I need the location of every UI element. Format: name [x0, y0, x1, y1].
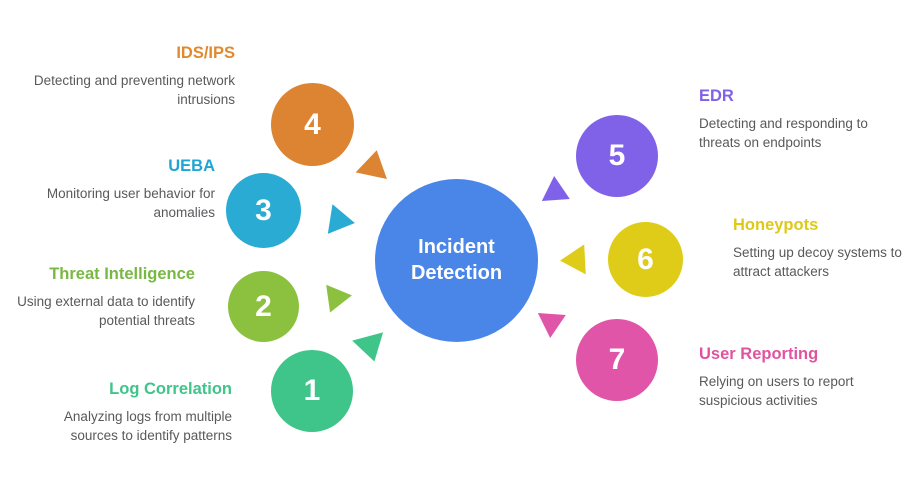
arrow-marker-7	[536, 313, 566, 339]
text-block-honeypots: Honeypots Setting up decoy systems to at…	[733, 214, 908, 282]
hub-label-line-2: Detection	[410, 261, 503, 284]
arrow-marker-3	[327, 204, 358, 238]
text-block-ids-ips: IDS/IPS Detecting and preventing network…	[20, 42, 235, 110]
node-number-2: 2	[255, 289, 272, 323]
text-block-user-reporting: User Reporting Relying on users to repor…	[699, 343, 889, 411]
label-title-threat-intelligence: Threat Intelligence	[49, 265, 195, 283]
label-title-edr: EDR	[699, 87, 734, 105]
node-number-1: 1	[303, 374, 321, 407]
label-title-honeypots: Honeypots	[733, 216, 819, 234]
label-title-log-correlation: Log Correlation	[109, 380, 232, 398]
node-number-6: 6	[637, 242, 654, 276]
node-circle-5[interactable]: 5	[576, 115, 658, 197]
label-description-log-correlation: Analyzing logs from multiple sources to …	[63, 409, 232, 444]
hub-label-line-1: Incident	[418, 235, 495, 258]
arrow-marker-5	[540, 175, 570, 201]
text-block-edr: EDR Detecting and responding to threats …	[699, 85, 889, 153]
label-title-ids-ips: IDS/IPS	[176, 44, 235, 62]
node-number-3: 3	[255, 193, 272, 227]
hub-circle-incident-detection[interactable]: Incident Detection	[375, 179, 538, 342]
node-circle-3[interactable]: 3	[226, 173, 301, 248]
node-circle-6[interactable]: 6	[608, 222, 683, 297]
node-number-5: 5	[608, 139, 626, 172]
label-description-user-reporting: Relying on users to report suspicious ac…	[699, 374, 854, 409]
node-circle-2[interactable]: 2	[228, 271, 299, 342]
label-title-ueba: UEBA	[168, 157, 215, 175]
arrow-marker-2	[326, 281, 354, 313]
text-block-ueba: UEBA Monitoring user behavior for anomal…	[20, 155, 215, 223]
node-number-4: 4	[304, 107, 321, 141]
label-description-ids-ips: Detecting and preventing network intrusi…	[33, 73, 235, 108]
arrow-marker-1	[352, 332, 390, 366]
node-circle-7[interactable]: 7	[576, 319, 658, 401]
label-description-edr: Detecting and responding to threats on e…	[699, 116, 868, 151]
text-block-threat-intelligence: Threat Intelligence Using external data …	[10, 263, 195, 331]
label-description-honeypots: Setting up decoy systems to attract atta…	[733, 245, 902, 280]
label-description-ueba: Monitoring user behavior for anomalies	[46, 186, 215, 221]
arrow-marker-4	[355, 146, 393, 180]
label-title-user-reporting: User Reporting	[699, 345, 819, 363]
node-number-7: 7	[608, 343, 626, 376]
text-block-log-correlation: Log Correlation Analyzing logs from mult…	[20, 378, 232, 446]
node-circle-4[interactable]: 4	[271, 83, 354, 166]
label-description-threat-intelligence: Using external data to identify potentia…	[17, 294, 195, 329]
node-circle-1[interactable]: 1	[271, 350, 353, 432]
arrow-marker-6	[559, 244, 586, 276]
